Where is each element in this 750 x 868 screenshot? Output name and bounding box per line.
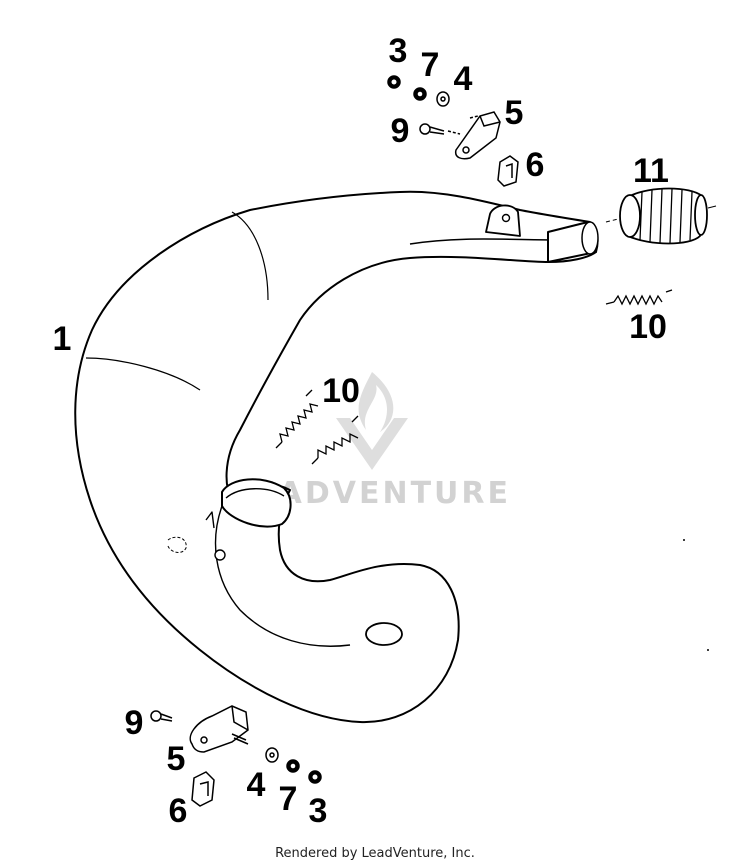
bracket-icon <box>454 111 501 160</box>
callout-7-top: 7 <box>421 46 440 84</box>
callout-5-top: 5 <box>505 94 524 132</box>
exhaust-pipe <box>74 190 599 724</box>
nut-icon <box>387 75 401 89</box>
spring-center-left <box>275 389 319 449</box>
callout-10-center: 10 <box>322 372 360 410</box>
spring-center-right <box>311 415 359 465</box>
callout-4-top: 4 <box>454 60 473 98</box>
callout-11: 11 <box>633 152 669 190</box>
spring-right <box>605 289 673 306</box>
washer-icon <box>265 747 279 763</box>
bolt-icon <box>150 710 173 722</box>
callout-6-bottom: 6 <box>169 792 188 830</box>
washer-icon <box>436 91 450 107</box>
callout-10-right: 10 <box>629 308 667 346</box>
callout-6-top: 6 <box>526 146 545 184</box>
top-hardware <box>387 75 519 187</box>
lock-washer-icon <box>413 87 427 101</box>
callout-1: 1 <box>53 320 72 358</box>
callout-9-top: 9 <box>391 112 410 150</box>
exhaust-parts-diagram: LEADVENTURE <box>53 32 717 830</box>
clip-nut-icon <box>191 771 215 807</box>
callout-5-bottom: 5 <box>167 740 186 778</box>
footer-credit: Rendered by LeadVenture, Inc. <box>275 846 475 861</box>
callout-4-bottom: 4 <box>247 766 266 804</box>
bolt-icon <box>419 123 445 135</box>
bracket-icon <box>189 705 249 753</box>
rubber-connector <box>619 187 708 245</box>
nut-icon <box>308 770 322 784</box>
callout-3-top: 3 <box>389 32 408 70</box>
callout-7-bottom: 7 <box>279 780 298 818</box>
bottom-hardware <box>150 705 322 807</box>
clip-nut-icon <box>497 155 519 187</box>
lock-washer-icon <box>286 759 300 773</box>
callout-3-bottom: 3 <box>309 792 328 830</box>
callout-9-bottom: 9 <box>125 704 144 742</box>
